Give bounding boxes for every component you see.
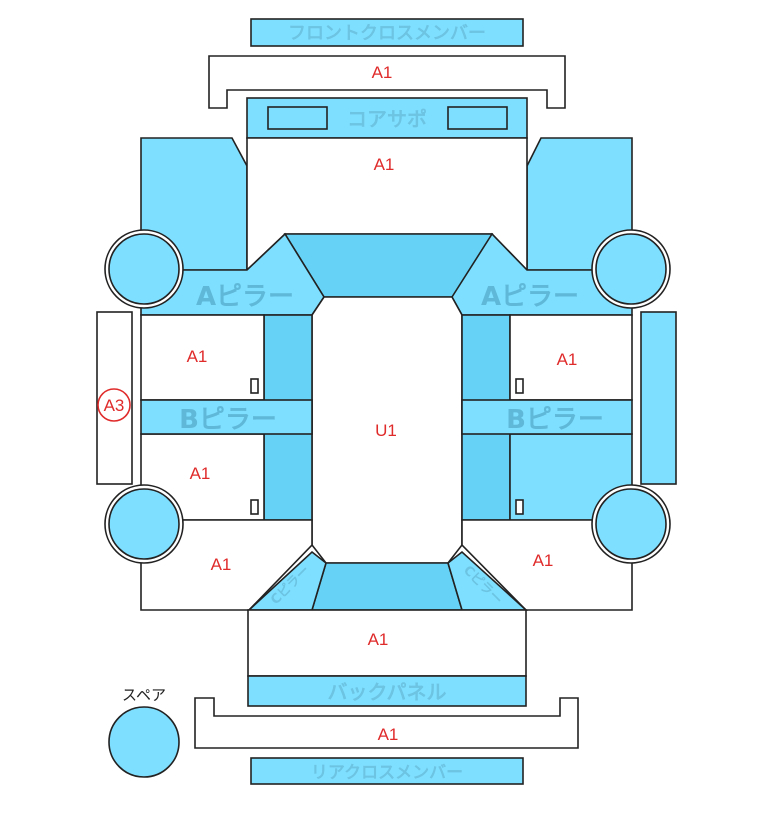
rear-cross-member[interactable]: リアクロスメンバー <box>250 757 524 785</box>
right-front-door[interactable]: A1 <box>509 314 633 401</box>
left-side-sill-grade-circle <box>97 388 131 422</box>
cabin-roof-grade: U1 <box>375 421 397 440</box>
back-panel-label: バックパネル <box>328 680 447 704</box>
right-rear-quarter[interactable]: A1 <box>461 519 633 611</box>
right-front-door-grade: A1 <box>557 350 578 369</box>
core-support[interactable]: コアサポ <box>246 97 528 139</box>
rear-left-wheel[interactable] <box>104 484 184 564</box>
back-panel[interactable]: バックパネル <box>247 675 527 707</box>
right-a-pillar[interactable]: Aピラー <box>451 232 633 316</box>
left-side-sill-grade: A3 <box>104 396 125 415</box>
spare-tire[interactable] <box>108 706 180 778</box>
right-b-pillar-label: Bピラー <box>506 405 604 435</box>
rear-right-wheel[interactable] <box>591 484 671 564</box>
front-compartment-grade: A1 <box>374 155 395 174</box>
trunk[interactable]: A1 <box>247 609 527 677</box>
core-support-label: コアサポ <box>347 107 427 131</box>
left-rear-door-handle[interactable] <box>250 499 259 515</box>
spare-label: スペア <box>122 686 166 704</box>
front-left-wheel[interactable] <box>104 229 184 309</box>
rear-bumper-member[interactable]: A1 <box>194 697 579 749</box>
left-side-sill[interactable]: A3 <box>96 311 133 485</box>
left-rear-quarter[interactable]: A1 <box>140 519 313 611</box>
left-a-pillar-label: Aピラー <box>196 282 294 312</box>
right-b-pillar[interactable]: Bピラー <box>461 399 633 435</box>
right-c-pillar[interactable]: Cピラー <box>447 550 529 611</box>
right-front-door-handle[interactable] <box>515 378 524 394</box>
cabin-roof[interactable]: U1 <box>311 296 463 564</box>
left-rear-quarter-grade: A1 <box>211 555 232 574</box>
right-side-sill[interactable] <box>640 311 677 485</box>
right-rear-quarter-grade: A1 <box>533 551 554 570</box>
left-rear-door-grade: A1 <box>190 464 211 483</box>
rear-cross-member-label: リアクロスメンバー <box>311 763 463 783</box>
left-front-door-handle[interactable] <box>250 378 259 394</box>
left-b-pillar-label: Bピラー <box>179 405 277 435</box>
front-bumper-member[interactable]: A1 <box>208 55 566 109</box>
right-rear-door-handle[interactable] <box>515 499 524 515</box>
rear-member-grade: A1 <box>378 725 399 744</box>
front-cross-member-label: フロントクロスメンバー <box>288 23 486 44</box>
rear-window-frame[interactable] <box>310 562 464 611</box>
right-a-pillar-label: Aピラー <box>481 282 579 312</box>
front-cross-member[interactable]: フロントクロスメンバー <box>250 18 524 47</box>
trunk-grade: A1 <box>368 630 389 649</box>
left-b-pillar[interactable]: Bピラー <box>140 399 313 435</box>
front-member-grade: A1 <box>372 63 393 82</box>
left-front-door[interactable]: A1 <box>140 314 265 401</box>
left-front-door-grade: A1 <box>187 347 208 366</box>
front-right-wheel[interactable] <box>591 229 671 309</box>
